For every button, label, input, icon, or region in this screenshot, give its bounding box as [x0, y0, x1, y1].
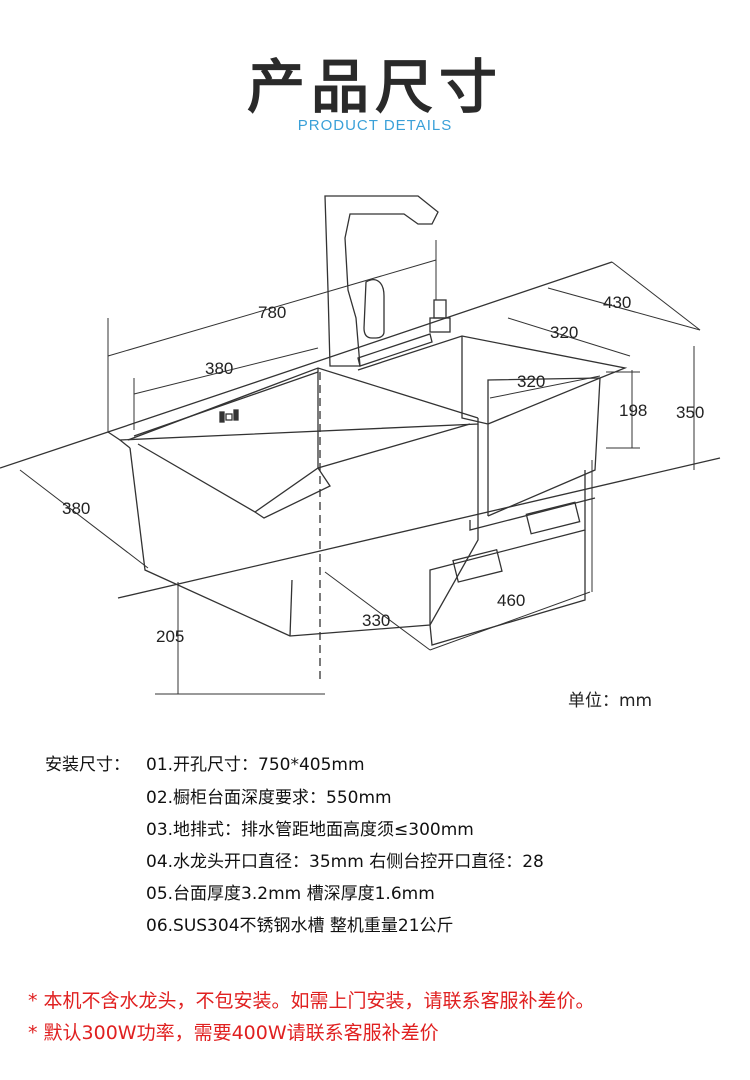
spec-item: 05.台面厚度3.2mm 槽深厚度1.6mm [146, 884, 435, 904]
page-subtitle: PRODUCT DETAILS [297, 117, 453, 134]
install-spec-label: 安装尺寸： [45, 755, 130, 775]
dim-430: 430 [603, 293, 631, 312]
sink-dimension-diagram: 780 380 430 320 320 198 350 380 205 330 … [0, 195, 721, 695]
dim-460: 460 [497, 591, 525, 610]
dim-780: 780 [258, 303, 286, 322]
unit-label: 单位：mm [568, 691, 653, 711]
note-line: * 本机不含水龙头，不包安装。如需上门安装，请联系客服补差价。 [28, 990, 595, 1012]
note-line: * 默认300W功率，需要400W请联系客服补差价 [28, 1022, 439, 1044]
spec-item: 02.橱柜台面深度要求：550mm [146, 788, 392, 808]
dim-330: 330 [362, 611, 390, 630]
dim-205: 205 [156, 627, 184, 646]
spec-item: 01.开孔尺寸：750*405mm [146, 755, 365, 775]
dim-320-mid: 320 [517, 372, 545, 391]
spec-item: 03.地排式：排水管距地面高度须≤300mm [146, 820, 474, 840]
dim-380-left: 380 [62, 499, 90, 518]
dim-198: 198 [619, 401, 647, 420]
dim-320-top: 320 [550, 323, 578, 342]
spec-item: 04.水龙头开口直径：35mm 右侧台控开口直径：28 [146, 852, 544, 872]
dim-350: 350 [676, 403, 704, 422]
page-title: 产品尺寸 [246, 53, 503, 121]
dim-380-top: 380 [205, 359, 233, 378]
spec-item: 06.SUS304不锈钢水槽 整机重量21公斤 [146, 916, 454, 936]
